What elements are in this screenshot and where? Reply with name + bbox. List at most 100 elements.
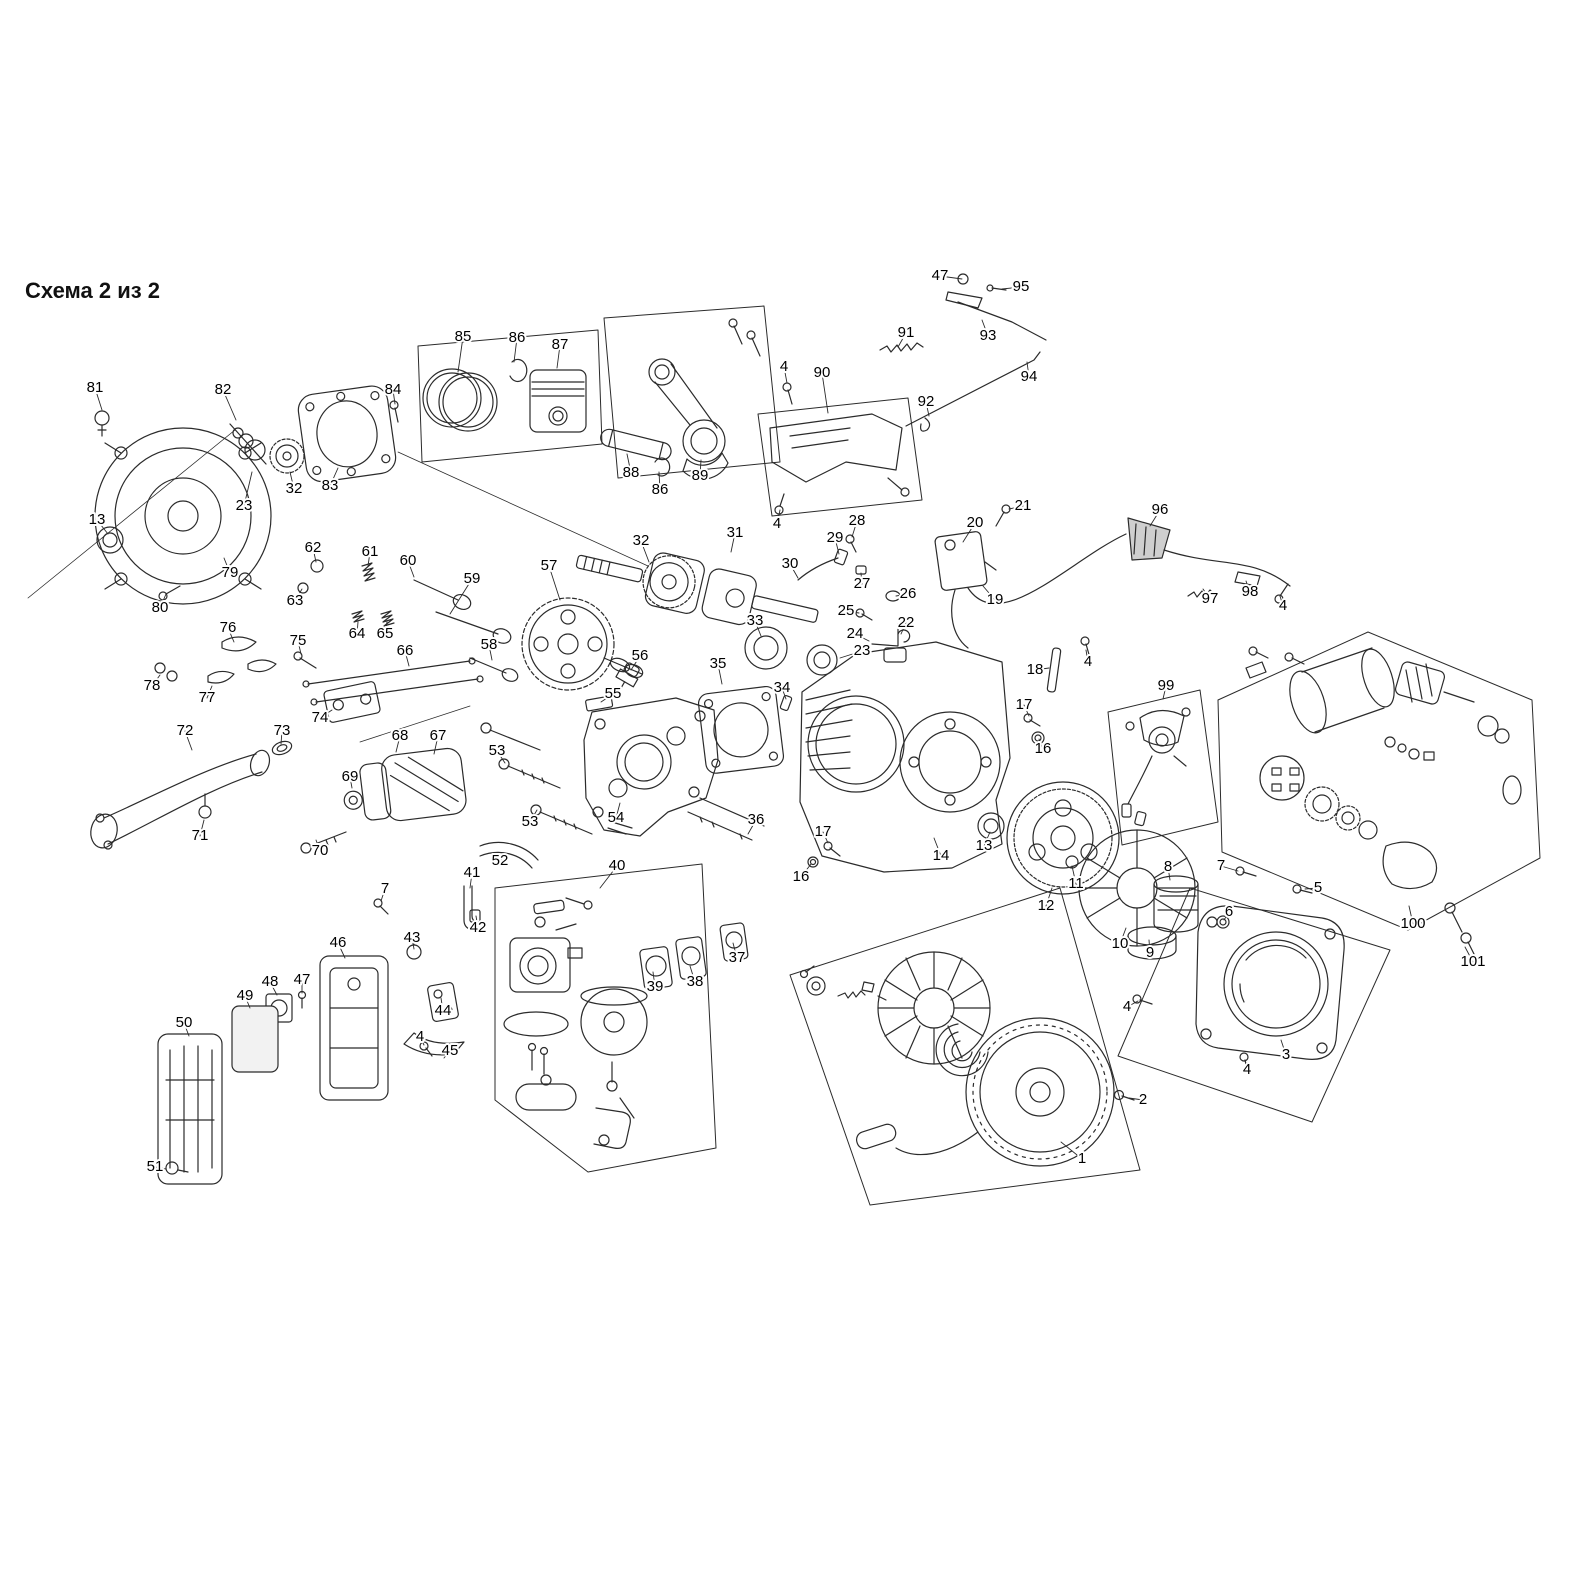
- part-number-label: 101: [1460, 953, 1485, 970]
- starter-cup-drawing: [1127, 926, 1177, 960]
- label-leader-line: [1149, 509, 1161, 527]
- label-leader-line: [981, 319, 989, 337]
- label-leader-line: [939, 275, 963, 280]
- label-leader-line: [615, 802, 621, 819]
- electric-starter-drawing: [1245, 646, 1522, 890]
- muffler-drawing: [343, 747, 467, 822]
- part-number-label: 4: [1123, 998, 1131, 1015]
- label-leader-line: [289, 471, 295, 490]
- part-number-label: 97: [1202, 590, 1219, 607]
- part-number-label: 33: [747, 612, 764, 629]
- part-number-label: 61: [362, 543, 379, 560]
- label-leader-line: [380, 888, 386, 902]
- part-number-label: 87: [552, 336, 569, 353]
- part-number-label: 26: [900, 585, 917, 602]
- fan-cover-group-box: [1117, 887, 1391, 1123]
- part-number-label: 23: [854, 642, 871, 659]
- label-leader-line: [1085, 649, 1089, 663]
- part-number-label: 43: [404, 929, 421, 946]
- part-number-label: 53: [522, 813, 539, 830]
- label-leader-line: [1464, 946, 1474, 963]
- label-leader-line: [329, 467, 339, 487]
- label-leader-line: [206, 685, 213, 699]
- part-number-label: 70: [312, 842, 329, 859]
- label-leader-line: [404, 650, 410, 667]
- label-leader-line: [717, 663, 723, 685]
- charge-coil-group-box: [1107, 689, 1219, 846]
- label-leader-line: [499, 854, 506, 862]
- part-number-label: 32: [286, 480, 303, 497]
- part-number-label: 7: [381, 880, 389, 897]
- muffler-shield-drawing: [769, 382, 910, 515]
- label-leader-line: [860, 572, 863, 585]
- label-leader-line: [925, 401, 930, 417]
- charge-coil-drawing: [1121, 707, 1191, 827]
- label-leader-line: [94, 387, 103, 411]
- throttle-linkage-drawing: [879, 273, 1047, 432]
- part-number-label: 55: [605, 685, 622, 702]
- part-number-label: 64: [349, 625, 366, 642]
- part-number-label: 3: [1282, 1046, 1290, 1063]
- label-leader-line: [244, 995, 251, 1009]
- connecting-rod-drawing: [648, 318, 761, 480]
- part-number-label: 58: [481, 636, 498, 653]
- label-leader-line: [630, 655, 641, 671]
- label-leader-line: [243, 471, 253, 507]
- part-number-label: 65: [377, 625, 394, 642]
- spark-plug-cap-drawing: [1127, 517, 1291, 604]
- part-number-label: 42: [470, 919, 487, 936]
- carb-gaskets-drawing: [373, 898, 749, 1057]
- label-leader-line: [280, 730, 283, 745]
- label-leader-line: [834, 537, 840, 555]
- label-leader-line: [1001, 286, 1022, 290]
- connecting-rod-group-box: [603, 305, 781, 479]
- label-leader-line: [1245, 580, 1251, 593]
- part-number-label: 79: [222, 564, 239, 581]
- part-number-label: 46: [330, 934, 347, 951]
- part-number-label: 44: [435, 1002, 452, 1019]
- label-leader-line: [440, 997, 444, 1012]
- part-number-label: 71: [192, 827, 209, 844]
- label-leader-line: [599, 865, 618, 889]
- label-leader-line: [897, 332, 907, 348]
- part-number-label: 85: [455, 328, 472, 345]
- fan-bolts-drawing: [1216, 866, 1313, 929]
- label-leader-line: [854, 633, 870, 642]
- cover-bolt-drawing: [389, 400, 399, 423]
- label-leader-line: [1119, 927, 1127, 945]
- carburetor-drawing: [463, 885, 648, 1149]
- recoil-starter-drawing: [799, 951, 1135, 1167]
- part-number-label: 4: [1243, 1061, 1251, 1078]
- part-number-label: 4: [416, 1028, 424, 1045]
- dowel-pin-drawing: [779, 695, 793, 711]
- label-leader-line: [1045, 887, 1053, 907]
- part-number-label: 93: [980, 327, 997, 344]
- pin-clip-drawing: [654, 457, 671, 477]
- part-number-label: 8: [1164, 858, 1172, 875]
- label-leader-line: [789, 563, 799, 579]
- label-leader-line: [183, 1022, 190, 1037]
- label-leader-line: [1220, 865, 1239, 872]
- guide-plate-drawing: [585, 695, 614, 712]
- label-leader-line: [356, 621, 359, 635]
- oil-sensor-drawing: [94, 410, 110, 426]
- part-number-label: 9: [1146, 944, 1154, 961]
- spark-wire-drawing: [967, 533, 1127, 604]
- part-number-label: 4: [773, 515, 781, 532]
- label-leader-line: [199, 819, 205, 837]
- part-number-label: 99: [1158, 677, 1175, 694]
- label-leader-line: [297, 640, 302, 655]
- label-leader-line: [933, 837, 942, 857]
- part-number-label: 72: [177, 722, 194, 739]
- shield-group-box: [757, 397, 923, 517]
- part-number-label: 13: [976, 837, 993, 854]
- camshaft-drawing: [521, 597, 644, 691]
- part-number-label: 73: [274, 722, 291, 739]
- label-leader-line: [1034, 667, 1050, 671]
- part-number-label: 57: [541, 557, 558, 574]
- piston-drawing: [529, 369, 587, 433]
- label-leader-line: [1202, 588, 1211, 600]
- label-leader-line: [556, 344, 561, 369]
- part-number-label: 27: [854, 575, 871, 592]
- electric-starter-group-box: [1217, 631, 1541, 931]
